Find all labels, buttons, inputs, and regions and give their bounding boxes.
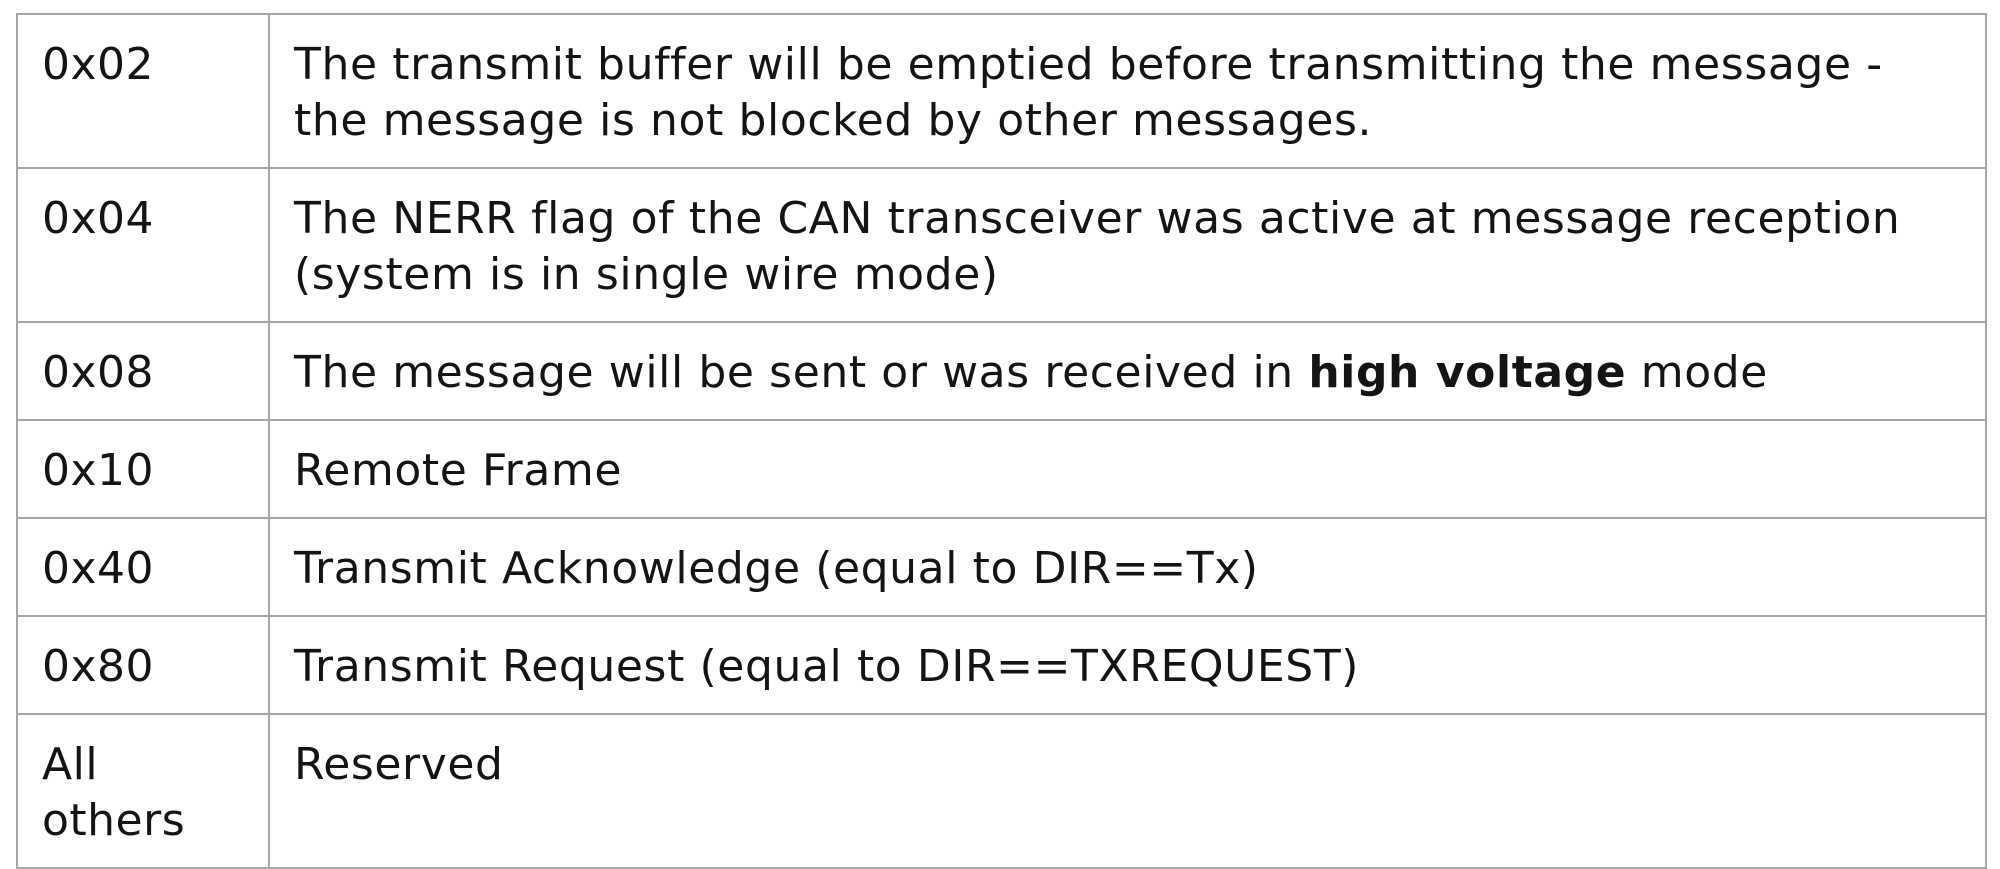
table-row: 0x40 Transmit Acknowledge (equal to DIR=… <box>16 517 1987 617</box>
flag-table-container: 0x02 The transmit buffer will be emptied… <box>16 13 1987 869</box>
table-row: 0x02 The transmit buffer will be emptied… <box>16 13 1987 169</box>
flag-description-cell: Remote Frame <box>268 419 1987 519</box>
description-bold-text: high voltage <box>1308 347 1627 398</box>
flag-code-cell: 0x04 <box>16 167 270 323</box>
flag-code-cell: All others <box>16 713 270 869</box>
flag-description-cell: Reserved <box>268 713 1987 869</box>
table-row: 0x08 The message will be sent or was rec… <box>16 321 1987 421</box>
flag-table: 0x02 The transmit buffer will be emptied… <box>16 13 1987 869</box>
table-row: 0x04 The NERR flag of the CAN transceive… <box>16 167 1987 323</box>
description-text: mode <box>1626 347 1768 398</box>
flag-code-cell: 0x10 <box>16 419 270 519</box>
flag-code-cell: 0x02 <box>16 13 270 169</box>
flag-description-cell: The NERR flag of the CAN transceiver was… <box>268 167 1987 323</box>
flag-description-cell: Transmit Request (equal to DIR==TXREQUES… <box>268 615 1987 715</box>
flag-code-cell: 0x80 <box>16 615 270 715</box>
table-row: 0x10 Remote Frame <box>16 419 1987 519</box>
description-text: The message will be sent or was received… <box>294 347 1309 398</box>
flag-code-cell: 0x08 <box>16 321 270 421</box>
table-row: 0x80 Transmit Request (equal to DIR==TXR… <box>16 615 1987 715</box>
flag-code-cell: 0x40 <box>16 517 270 617</box>
flag-description-cell: The transmit buffer will be emptied befo… <box>268 13 1987 169</box>
flag-description-cell: Transmit Acknowledge (equal to DIR==Tx) <box>268 517 1987 617</box>
table-row: All others Reserved <box>16 713 1987 869</box>
flag-description-cell: The message will be sent or was received… <box>268 321 1987 421</box>
